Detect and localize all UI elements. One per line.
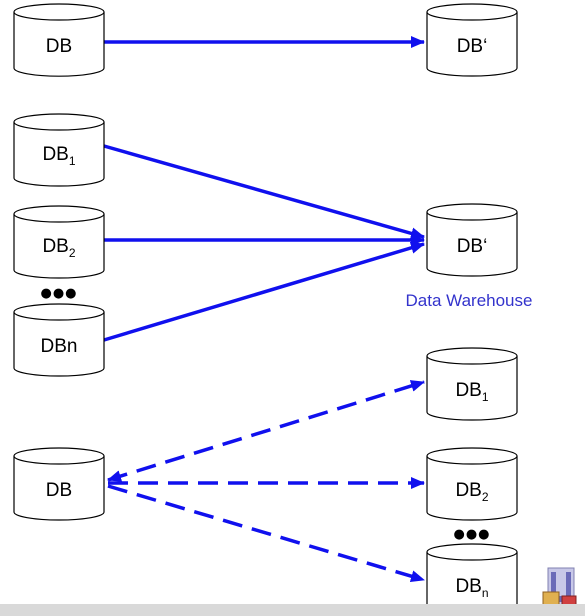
arrow-dbn-to-warehouse — [103, 241, 425, 342]
db-label-base: DB — [42, 144, 68, 165]
db-cylinder-target-1: DB1 — [426, 347, 518, 421]
db-cylinder-copy: DB‘ — [426, 3, 518, 77]
db-label-subscript: 2 — [69, 246, 76, 260]
db-label-base: DB — [42, 236, 68, 257]
db-label: DB‘ — [457, 236, 488, 257]
db-label: DB2 — [455, 480, 488, 504]
db-cylinder-distributed-source: DB — [13, 447, 105, 521]
db-cylinder-source: DB — [13, 3, 105, 77]
db-label-subscript: n — [482, 586, 489, 600]
arrow-db1-to-warehouse — [103, 144, 425, 240]
db-label: DB‘ — [457, 36, 488, 57]
db-label: DBn — [41, 336, 78, 357]
arrow-distribute-dbn — [107, 484, 425, 583]
db-label-base: DB — [455, 480, 481, 501]
db-label-base: DB — [455, 576, 481, 597]
db-cylinder-warehouse: DB‘ — [426, 203, 518, 277]
db-label-subscript: 2 — [482, 490, 489, 504]
footer-bar — [0, 604, 585, 616]
db-cylinder-source-1: DB1 — [13, 113, 105, 187]
db-label: DB — [46, 480, 72, 501]
section1-copy: DB DB‘ — [13, 3, 518, 77]
section3-distribution: DB DB1 DB2 ●●● DBn — [13, 347, 518, 616]
ellipsis-dots: ●●● — [453, 527, 490, 542]
db-label-subscript: 1 — [69, 154, 76, 168]
arrow-distribute-db1 — [107, 380, 425, 482]
db-cylinder-target-2: DB2 — [426, 447, 518, 521]
section2-warehouse: DB1 DB2 ●●● DBn DB‘ Data Warehouse — [13, 113, 533, 377]
db-label-base: DB — [455, 380, 481, 401]
db-label: DBn — [455, 576, 488, 600]
db-cylinder-source-n: DBn — [13, 303, 105, 377]
db-label-subscript: 1 — [482, 390, 489, 404]
ellipsis-dots: ●●● — [40, 286, 77, 301]
data-warehouse-caption: Data Warehouse — [406, 291, 533, 310]
db-label: DB — [46, 36, 72, 57]
db-cylinder-source-2: DB2 — [13, 205, 105, 279]
db-label: DB2 — [42, 236, 75, 260]
db-label: DB1 — [455, 380, 488, 404]
db-label: DB1 — [42, 144, 75, 168]
